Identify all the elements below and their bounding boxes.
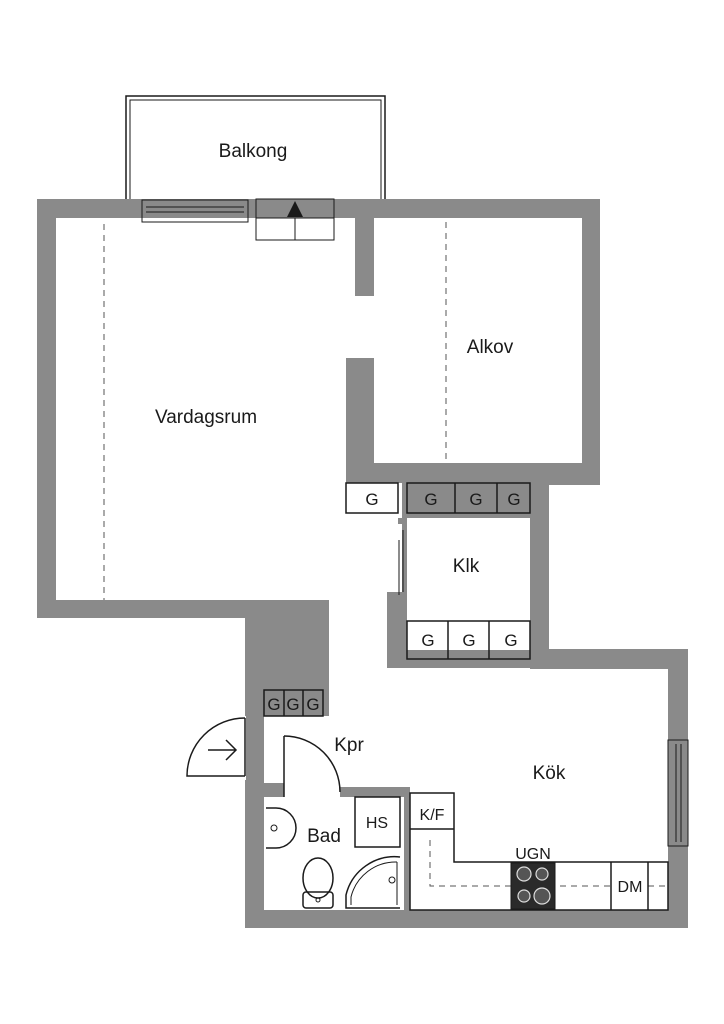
entrance-arrow-icon [287,201,303,217]
kf-label: K/F [420,807,445,824]
bathroom-sink [266,807,297,849]
klk-wardrobe-label-1: G [421,631,434,650]
hs-label: HS [366,815,388,832]
wardrobe-label-2: G [424,490,437,509]
room-label-bad: Bad [307,826,341,847]
klk-wardrobe-label-3: G [504,631,517,650]
room-floors [56,218,668,910]
toilet [302,857,334,909]
balcony-door[interactable] [255,198,335,241]
entry-wardrobe-label-3: G [306,695,319,714]
stove [510,862,556,910]
wardrobe-label-3: G [469,490,482,509]
wardrobes-entry [263,689,324,717]
room-label-kpr: Kpr [334,735,364,756]
wardrobes-hall [345,482,531,514]
entry-wardrobe-label-2: G [286,695,299,714]
ugn-label: UGN [515,846,551,863]
klk-sliding-door[interactable] [398,530,404,595]
klk-wardrobe-label-2: G [462,631,475,650]
balcony-window [141,199,249,223]
entrance-arrow-icon [208,739,238,761]
wardrobes-klk [406,620,531,660]
wardrobe-label-4: G [507,490,520,509]
bathroom-door[interactable] [283,735,341,797]
entrance-door[interactable] [186,716,246,780]
entry-wardrobe-label-1: G [267,695,280,714]
kitchen-window [667,739,689,847]
room-label-klk: Klk [453,556,480,577]
interior-walls [245,199,600,928]
room-label-alkov: Alkov [467,337,514,358]
wardrobe-label-1: G [365,490,378,509]
room-label-balkong: Balkong [219,141,288,162]
room-label-vardagsrum: Vardagsrum [155,407,257,428]
dm-label: DM [618,879,643,896]
room-label-kok: Kök [533,763,566,784]
hs-cabinet [354,796,401,848]
kitchen-counter [409,792,669,911]
shower [345,855,401,909]
